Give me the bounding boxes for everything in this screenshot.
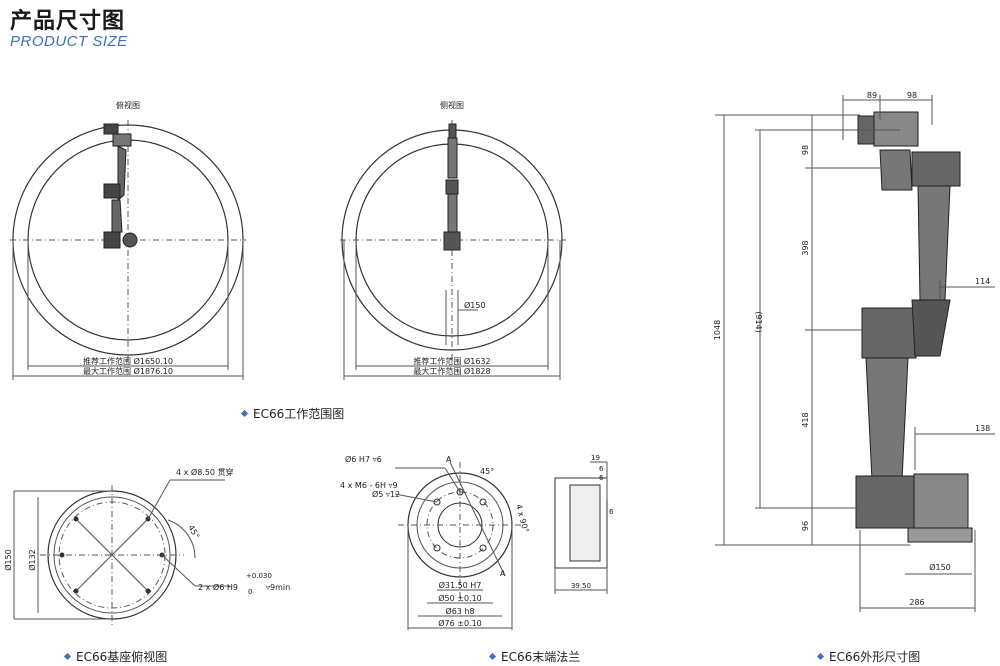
- arm-dim-96: 96: [801, 521, 810, 531]
- arm-dim-398: 398: [801, 240, 810, 255]
- arm-dim-914: (914): [754, 311, 763, 333]
- flange-caption-text: EC66末端法兰: [501, 650, 581, 664]
- side-max-range: 最大工作范围 Ø1828: [413, 366, 490, 376]
- base-angle-label: 45°: [186, 524, 201, 541]
- side-view-label: 侧视图: [440, 100, 464, 110]
- base-pin-tolerance-lower: 0: [248, 588, 252, 596]
- workspace-caption: EC66工作范围图: [240, 405, 345, 422]
- base-caption-text: EC66基座俯视图: [76, 650, 168, 664]
- flange-dia-1: Ø31.50 H7: [439, 580, 482, 590]
- flange-thread: 4 x M6 - 6H ▿9: [340, 481, 398, 490]
- flange-section-19: 19: [591, 454, 600, 462]
- flange-bolt-circle: 4 x 90°: [514, 503, 530, 533]
- base-pin-label: 2 x Ø6 H9: [198, 582, 238, 592]
- bullet-icon: [488, 652, 497, 661]
- arm-dim-138: 138: [975, 424, 990, 433]
- arm-base-diameter: Ø150: [929, 562, 951, 572]
- bullet-icon: [63, 652, 72, 661]
- flange-section-6c: 6: [609, 508, 614, 516]
- arm-dim-286: 286: [909, 598, 924, 607]
- side-view-drawing: [340, 120, 566, 380]
- base-pin-tolerance-upper: +0.030: [246, 572, 272, 580]
- base-caption: EC66基座俯视图: [63, 648, 168, 665]
- arm-dim-114: 114: [975, 277, 990, 286]
- arm-dim-98-vertical: 98: [801, 145, 810, 155]
- page-title: 产品尺寸图: [10, 9, 126, 34]
- flange-dia-4: Ø76 ±0.10: [438, 618, 482, 628]
- flange-caption: EC66末端法兰: [488, 648, 581, 665]
- page-subtitle: PRODUCT SIZE: [10, 33, 128, 50]
- top-view-label: 俯视图: [116, 100, 140, 110]
- top-recommended-range: 推荐工作范围 Ø1650.10: [83, 356, 173, 366]
- flange-section-width: 39.50: [571, 582, 591, 590]
- flange-angle: 45°: [480, 467, 494, 476]
- flange-section-6a: 6: [599, 465, 604, 473]
- flange-drawing: [394, 461, 608, 630]
- flange-pin-hole: Ø6 H7 ▿6: [345, 454, 382, 464]
- arm-caption-text: EC66外形尺寸图: [829, 650, 921, 664]
- side-recommended-range: 推荐工作范围 Ø1632: [413, 356, 490, 366]
- flange-section-a-top: A: [446, 455, 452, 464]
- arm-dim-418: 418: [801, 412, 810, 427]
- base-pin-depth: ▿9min: [266, 583, 290, 592]
- bullet-icon: [816, 652, 825, 661]
- flange-counterbore: Ø5 ▿12: [372, 489, 400, 499]
- flange-section-a-bottom: A: [500, 569, 506, 578]
- flange-dia-3: Ø63 h8: [445, 606, 474, 616]
- arm-dim-89: 89: [867, 91, 877, 100]
- flange-section-6b: 6: [599, 474, 604, 482]
- bullet-icon: [240, 409, 249, 418]
- base-holes-label: 4 x Ø8.50 贯穿: [176, 467, 234, 477]
- top-max-range: 最大工作范围 Ø1876.10: [83, 366, 173, 376]
- base-drawing: [13, 479, 230, 625]
- workspace-caption-text: EC66工作范围图: [253, 407, 345, 421]
- top-view-drawing: [10, 120, 246, 380]
- base-outer-diameter: Ø150: [3, 549, 13, 571]
- side-base-diameter: Ø150: [464, 300, 486, 310]
- arm-dim-98: 98: [907, 91, 917, 100]
- flange-dia-2: Ø50 ±0.10: [438, 593, 482, 603]
- base-bolt-diameter: Ø132: [27, 549, 37, 571]
- arm-caption: EC66外形尺寸图: [816, 648, 921, 665]
- arm-dim-1048: 1048: [713, 320, 722, 340]
- arm-drawing: [715, 95, 995, 612]
